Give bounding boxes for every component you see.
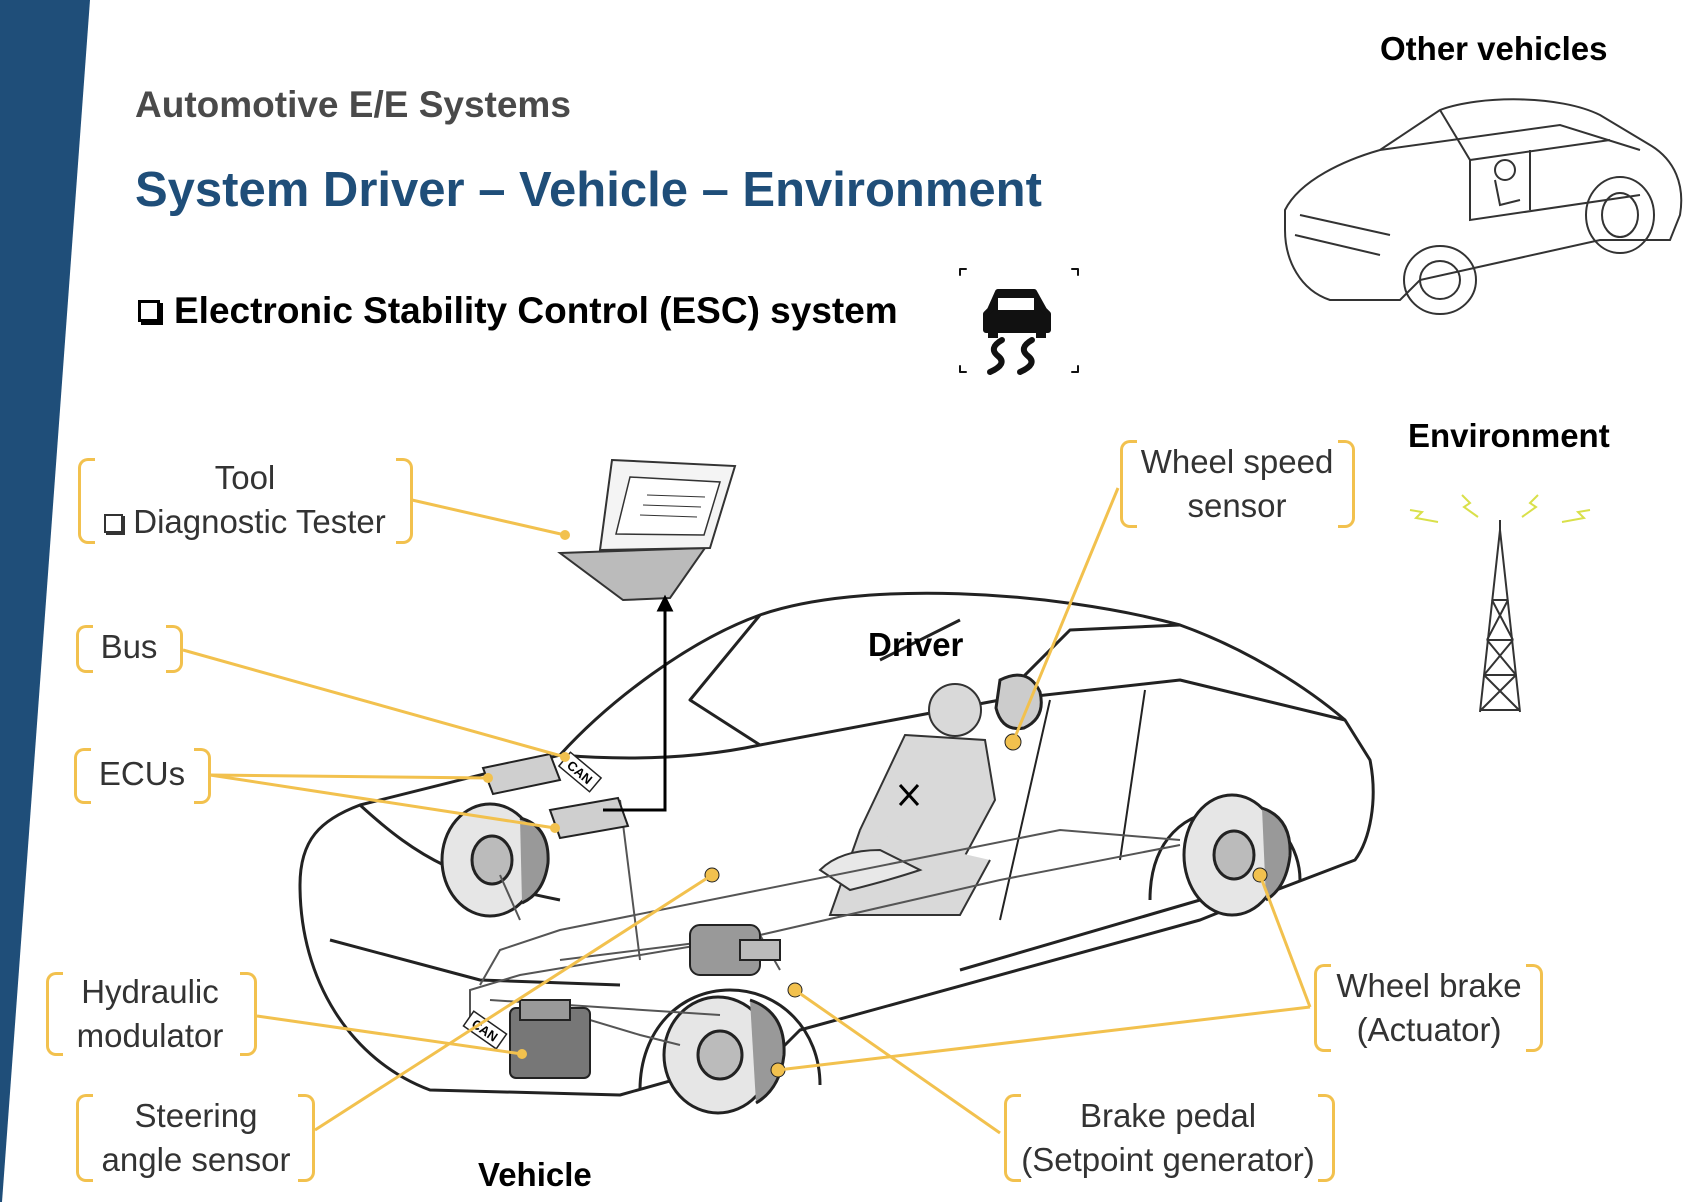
ecu-1: [481, 752, 562, 796]
label-wheel-speed-line2: sensor: [1187, 487, 1287, 524]
label-steering-line1: Steering: [134, 1097, 258, 1134]
heading-driver: Driver: [868, 626, 964, 663]
label-hydraulic-line1: Hydraulic: [81, 973, 219, 1010]
label-brake-pedal-line1: Brake pedal: [1079, 1097, 1257, 1134]
bracket-right: [1526, 964, 1543, 1052]
callout-lines: [182, 487, 1312, 1135]
label-tool-line2: Diagnostic Tester: [100, 500, 390, 544]
slide-title: System Driver – Vehicle – Environment: [135, 163, 1042, 217]
heading-vehicle: Vehicle: [478, 1156, 592, 1193]
label-wheel-brake-line1: Wheel brake: [1336, 967, 1522, 1004]
section-kicker: Automotive E/E Systems: [135, 84, 571, 125]
bracket-right: [1318, 1094, 1335, 1182]
label-wheel-speed-line1: Wheel speed: [1140, 443, 1334, 480]
label-hydraulic-modulator: Hydraulic modulator: [60, 970, 240, 1058]
hydraulic-modulator-unit: [509, 999, 591, 1079]
bracket-left: [76, 1094, 93, 1182]
sidebar-band: [0, 0, 90, 1202]
rear-left-brake-unit: [994, 673, 1043, 731]
laptop-icon: [557, 458, 737, 602]
other-vehicle-sketch: [1284, 98, 1683, 315]
bracket-left: [78, 458, 95, 544]
bracket-right: [240, 972, 257, 1056]
bracket-left: [74, 748, 91, 804]
label-tool-line2-text: Diagnostic Tester: [133, 503, 386, 540]
bracket-left: [1004, 1094, 1021, 1182]
bracket-left: [76, 625, 93, 673]
callout-endpoints: [483, 530, 1265, 1075]
front-right-brake-disc: [662, 995, 786, 1115]
checkbox-icon: [138, 300, 160, 322]
label-bus-text: Bus: [100, 628, 158, 665]
bracket-right: [194, 748, 211, 804]
radio-tower-icon: [1409, 494, 1591, 713]
label-ecus-text: ECUs: [98, 755, 186, 792]
label-brake-pedal: Brake pedal (Setpoint generator): [1018, 1094, 1318, 1182]
ecu-2: [548, 796, 630, 840]
bracket-right: [396, 458, 413, 544]
heading-other-vehicles: Other vehicles: [1380, 30, 1608, 67]
label-tool: Tool Diagnostic Tester: [100, 456, 390, 544]
bracket-left: [1120, 440, 1137, 528]
bracket-right: [1338, 440, 1355, 528]
bracket-left: [46, 972, 63, 1056]
esc-warning-icon: [959, 268, 1079, 375]
bracket-right: [166, 625, 183, 673]
front-left-brake-disc: [440, 802, 550, 918]
label-tool-line1: Tool: [214, 459, 276, 496]
label-wheel-brake-line2: (Actuator): [1356, 1011, 1502, 1048]
bracket-left: [1314, 964, 1331, 1052]
rear-right-brake-disc: [1182, 793, 1292, 917]
label-wheel-brake: Wheel brake (Actuator): [1330, 964, 1528, 1052]
diagnostic-bus-arrow: [603, 594, 674, 812]
label-ecus: ECUs: [92, 752, 192, 796]
label-bus: Bus: [94, 625, 164, 669]
label-steering-angle-sensor: Steering angle sensor: [92, 1094, 300, 1182]
bracket-right: [298, 1094, 315, 1182]
brake-booster: [689, 924, 781, 976]
label-hydraulic-line2: modulator: [76, 1017, 224, 1054]
esc-bullet-label: Electronic Stability Control (ESC) syste…: [174, 290, 898, 331]
heading-environment: Environment: [1408, 417, 1610, 454]
label-wheel-speed-sensor: Wheel speed sensor: [1136, 440, 1338, 528]
esc-bullet: Electronic Stability Control (ESC) syste…: [138, 290, 898, 332]
checkbox-icon: [104, 514, 124, 533]
label-brake-pedal-line2: (Setpoint generator): [1021, 1141, 1315, 1178]
label-steering-line2: angle sensor: [101, 1141, 291, 1178]
